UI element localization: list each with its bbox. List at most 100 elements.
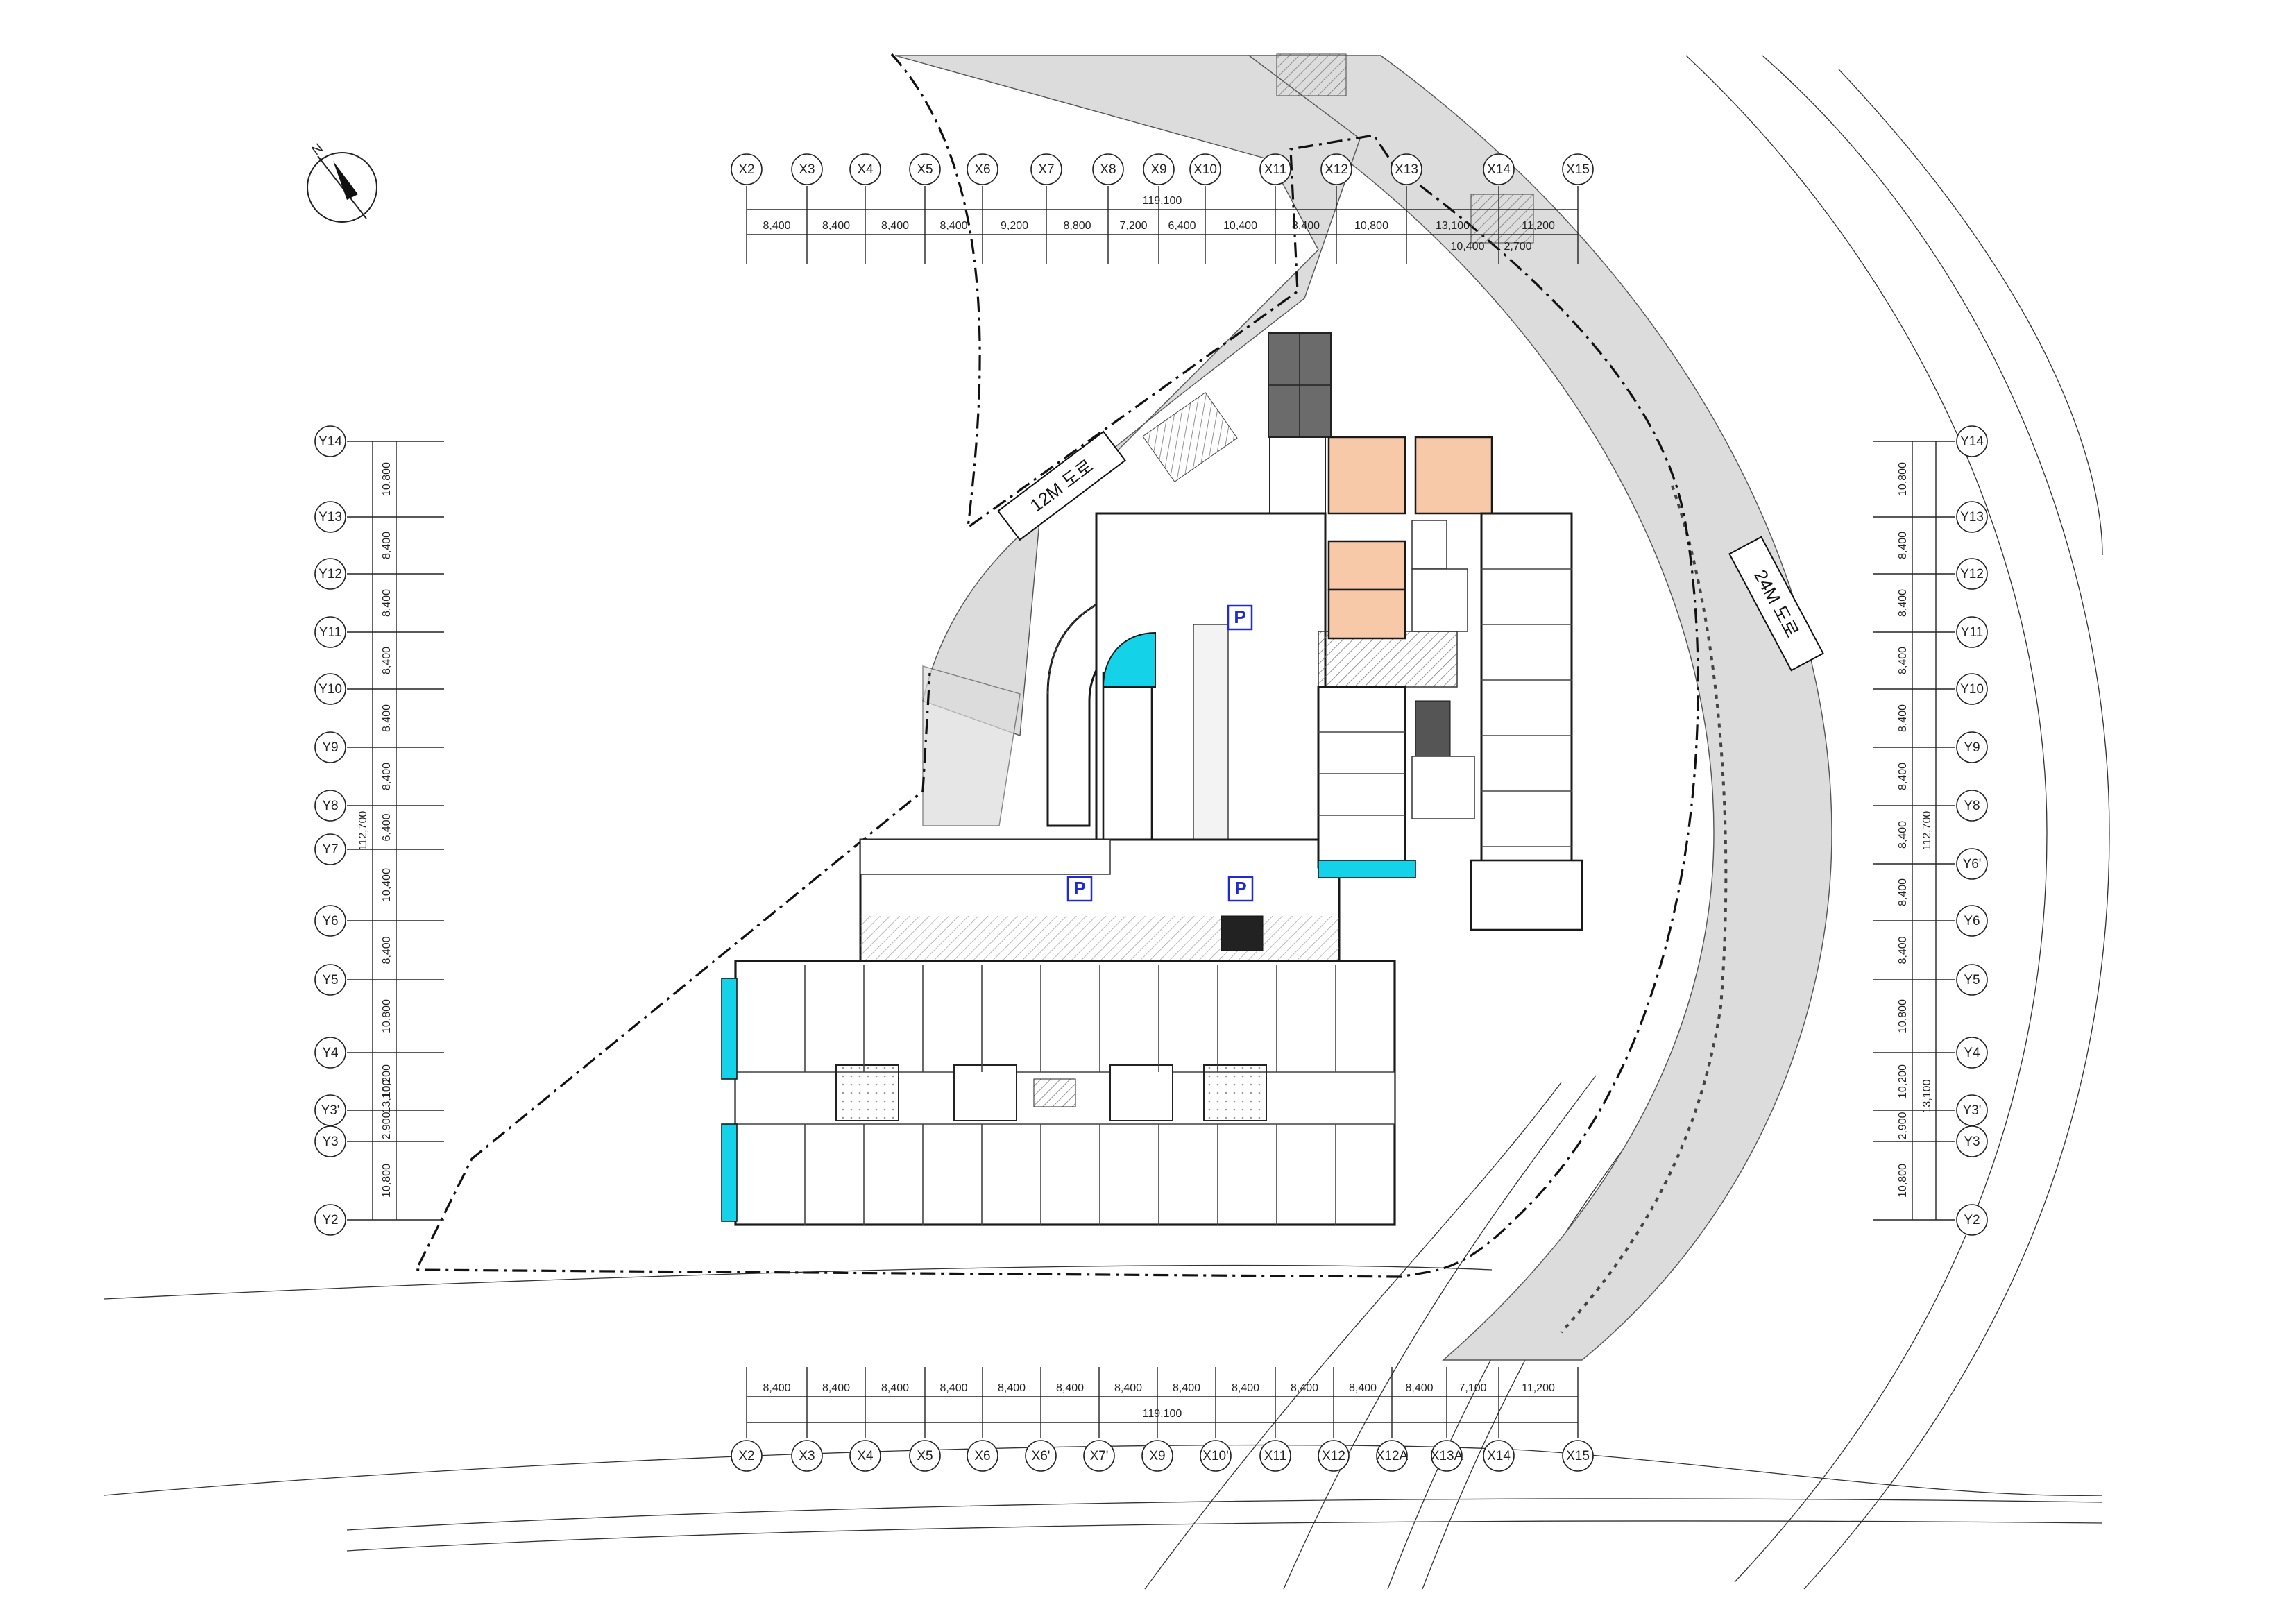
grid-axis-bubble: Y3 [1956, 1125, 1988, 1157]
grid-axis-label: Y2 [1964, 1213, 1980, 1227]
dimension-value: 6,400 [1168, 220, 1196, 232]
grid-axis-bubble: X4 [849, 1440, 881, 1472]
grid-axis-label: Y6' [1963, 857, 1982, 872]
grid-axis-bubble: X15 [1562, 153, 1594, 185]
total-dimension: 112,700 [357, 811, 369, 851]
grid-axis-bubble: Y6 [314, 905, 346, 937]
grid-axis-bubble: Y13 [314, 501, 346, 533]
grid-axis-label: Y5 [1964, 973, 1980, 987]
grid-axis-bubble: Y3 [314, 1125, 346, 1157]
parking-sign: P [1227, 876, 1254, 902]
dimension-value: 8,400 [381, 936, 393, 964]
dimension-value: 11,200 [1522, 220, 1555, 232]
dimension-value: 8,400 [1897, 589, 1909, 617]
dimension-value: 8,400 [1292, 220, 1320, 232]
grid-axis-label: X3 [799, 162, 815, 177]
dimension-value: 8,400 [881, 1382, 909, 1394]
dimension-value: 9,200 [1001, 220, 1028, 232]
dimension-value: 8,400 [1897, 532, 1909, 559]
grid-axis-bubble: X5 [909, 153, 941, 185]
grid-axis-label: X5 [917, 162, 933, 177]
site-boundary [414, 53, 1699, 1278]
dimension-value: 8,400 [939, 1382, 967, 1394]
dimension-value: 8,400 [1897, 821, 1909, 849]
dimension-value: 10,800 [381, 462, 393, 496]
grid-axis-label: Y14 [318, 434, 342, 449]
grid-axis-label: X6' [1032, 1449, 1051, 1463]
grid-axis-label: Y9 [322, 740, 338, 755]
grid-axis-label: X6 [974, 1449, 990, 1463]
parking-sign: P [1227, 604, 1253, 631]
north-label: N [309, 141, 326, 158]
grid-axis-label: X12A [1376, 1449, 1409, 1463]
grid-axis-label: X11 [1264, 162, 1286, 177]
parking-sign: P [1066, 876, 1093, 902]
dimension-value: 10,800 [381, 999, 393, 1033]
grid-axis-bubble: Y3' [1956, 1094, 1988, 1126]
dimension-value: 10,800 [1354, 220, 1388, 232]
grid-axis-label: X7' [1090, 1449, 1109, 1463]
grid-axis-bubble: X12 [1320, 153, 1352, 185]
grid-axis-bubble: X12 [1318, 1440, 1350, 1472]
dimension-value: 8,400 [381, 589, 393, 617]
grid-axis-bubble: X15 [1562, 1440, 1594, 1472]
grid-axis-bubble: X7' [1083, 1440, 1115, 1472]
dimension-value: 8,400 [1173, 1382, 1200, 1394]
total-dimension: 119,100 [1143, 1408, 1182, 1420]
grid-axis-bubble: X3 [791, 153, 823, 185]
grid-axis-bubble: Y8 [1956, 790, 1988, 822]
grid-axis-bubble: X6 [967, 1440, 998, 1472]
grid-axis-label: X10 [1193, 162, 1217, 177]
grid-axis-label: X10' [1202, 1449, 1228, 1463]
dimension-value: 8,400 [381, 704, 393, 732]
grid-axis-bubble: Y7 [314, 833, 346, 865]
dimension-value: 8,400 [381, 532, 393, 559]
dimension-value: 11,200 [1522, 1382, 1555, 1394]
grid-axis-bubble: X7 [1030, 153, 1062, 185]
dimension-value: 10,800 [1897, 462, 1909, 496]
grid-axis-label: Y3' [1963, 1103, 1982, 1118]
dimension-value: 8,400 [1897, 704, 1909, 732]
dimension-value: 10,800 [1897, 999, 1909, 1033]
grid-axis-bubble: Y12 [314, 558, 346, 590]
dimension-value: 8,400 [1291, 1382, 1318, 1394]
grid-axis-bubble: Y3' [314, 1094, 346, 1126]
grid-axis-bubble: Y4 [1956, 1037, 1988, 1069]
dimension-value: 8,400 [998, 1382, 1026, 1394]
dimension-value: 8,400 [1897, 647, 1909, 674]
dimension-value: 8,400 [1897, 763, 1909, 790]
grid-axis-bubble: X10' [1200, 1440, 1232, 1472]
grid-axis-bubble: Y12 [1956, 558, 1988, 590]
grid-axis-bubble: Y8 [314, 790, 346, 822]
grid-axis-label: Y11 [1961, 625, 1983, 640]
grid-axis-bubble: X6' [1025, 1440, 1057, 1472]
dimension-value: 10,400 [1223, 220, 1257, 232]
grid-axis-bubble: X2 [731, 153, 763, 185]
grid-axis-bubble: Y5 [1956, 964, 1988, 996]
grid-axis-bubble: Y5 [314, 964, 346, 996]
grid-axis-label: Y3 [322, 1135, 338, 1149]
grid-axis-label: X7 [1038, 162, 1054, 177]
grid-axis-label: X12 [1322, 1449, 1345, 1463]
sub-dimension-value: 13,100 [381, 1079, 393, 1113]
right-dimension-chain: Y14Y13Y12Y11Y10Y9Y8Y6'Y6Y5Y4Y3'Y3Y210,80… [1873, 425, 1988, 1236]
grid-axis-label: Y14 [1960, 434, 1984, 449]
grid-axis-bubble: X13 [1391, 153, 1422, 185]
dimension-value: 2,900 [381, 1112, 393, 1139]
dimension-value: 8,400 [939, 220, 967, 232]
dimension-value: 8,400 [881, 220, 909, 232]
grid-axis-bubble: X12A [1376, 1440, 1409, 1472]
grid-axis-label: X9 [1149, 1449, 1165, 1463]
grid-axis-bubble: Y11 [1956, 616, 1988, 648]
total-dimension: 119,100 [1143, 195, 1182, 207]
grid-axis-bubble: Y13 [1956, 501, 1988, 533]
grid-axis-bubble: Y11 [314, 616, 346, 648]
grid-axis-bubble: Y6 [1956, 905, 1988, 937]
dimension-value: 8,400 [1897, 936, 1909, 964]
grid-axis-label: Y13 [1960, 510, 1984, 525]
dimension-value: 8,400 [763, 220, 790, 232]
grid-axis-bubble: X9 [1141, 1440, 1173, 1472]
dimension-value: 7,100 [1459, 1382, 1486, 1394]
